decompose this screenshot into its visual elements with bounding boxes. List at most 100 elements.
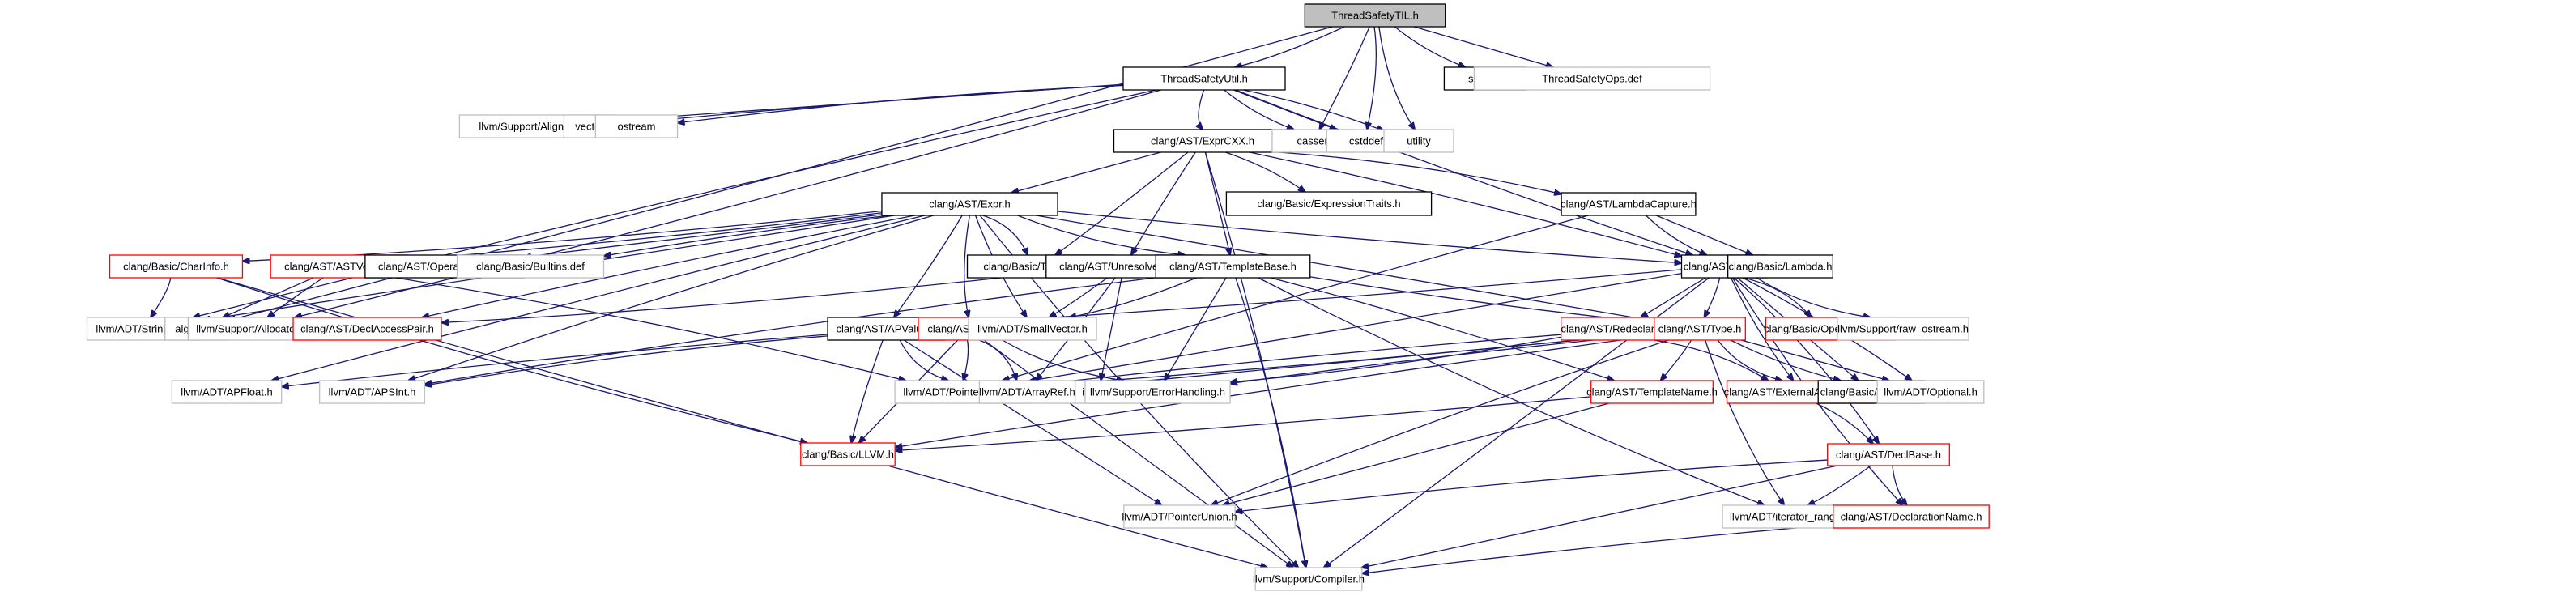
node-til: ThreadSafetyTIL.h (1304, 3, 1446, 28)
edge-expr-to-apfloat (271, 215, 926, 381)
node-optional[interactable]: llvm/ADT/Optional.h (1876, 380, 1985, 404)
edge-lambdacap-to-lambda (1655, 215, 1752, 255)
node-lambdacap[interactable]: clang/AST/LambdaCapture.h (1561, 192, 1697, 216)
node-apfloat[interactable]: llvm/ADT/APFloat.h (171, 380, 283, 404)
edge-expr-to-apvalue (894, 215, 963, 317)
node-type[interactable]: clang/AST/Type.h (1654, 317, 1746, 341)
node-label: clang/Basic/CharInfo.h (123, 261, 229, 273)
node-ops[interactable]: ThreadSafetyOps.def (1473, 66, 1711, 91)
edge-type-to-extastsource (1717, 339, 1782, 381)
node-label: llvm/Support/ErrorHandling.h (1090, 386, 1225, 398)
node-label: clang/AST/Type.h (1658, 323, 1742, 335)
node-box (456, 254, 605, 279)
node-lambda[interactable]: clang/Basic/Lambda.h (1727, 254, 1833, 279)
node-label: clang/AST/Redeclarable.h (1561, 323, 1683, 335)
node-label: clang/AST/ExprCXX.h (1151, 135, 1254, 147)
edge-apvalue-to-apsint (424, 335, 828, 385)
edge-expr-to-type (1036, 215, 1654, 321)
node-label: llvm/ADT/SmallVector.h (977, 323, 1088, 335)
node-errhandling[interactable]: llvm/Support/ErrorHandling.h (1084, 380, 1231, 404)
node-declname[interactable]: clang/AST/DeclarationName.h (1833, 504, 1990, 529)
edge-layer (151, 26, 1912, 573)
node-label: clang/AST/TemplateName.h (1586, 386, 1718, 398)
edge-unresolved-to-declaccess (441, 272, 1046, 323)
node-exprtraits[interactable]: clang/Basic/ExpressionTraits.h (1225, 191, 1433, 216)
edge-type-to-optional (1740, 339, 1889, 381)
node-box (1254, 567, 1363, 591)
edge-exprcxx-to-decl (1250, 151, 1681, 256)
node-charinfo[interactable]: clang/Basic/CharInfo.h (109, 254, 244, 279)
node-box (292, 317, 442, 341)
edge-decl-to-type (1704, 277, 1721, 317)
edge-decl-to-redecl (1641, 277, 1706, 317)
edge-templatebase-to-apsint (424, 277, 1156, 385)
edge-type-to-arrayref (1075, 332, 1654, 387)
node-exprcxx[interactable]: clang/AST/ExprCXX.h (1113, 129, 1292, 153)
node-box (978, 380, 1076, 404)
edge-decl-to-extastsource (1730, 277, 1793, 381)
edge-templatebase-to-iterrange (1258, 277, 1765, 505)
node-box (1473, 66, 1711, 91)
node-ptrunion[interactable]: llvm/ADT/PointerUnion.h (1122, 504, 1237, 529)
edge-stmt-to-arrayref (978, 339, 1016, 381)
node-box (1833, 504, 1990, 529)
edge-expr-to-opkinds (524, 214, 883, 257)
node-box (1727, 254, 1833, 279)
edge-util-to-utility (1243, 89, 1384, 131)
node-label: clang/AST/DeclBase.h (1836, 449, 1941, 461)
edge-declbase-to-ptrunion (1235, 459, 1828, 512)
edge-expr-to-declaccess (422, 215, 915, 317)
node-label: clang/Basic/LLVM.h (802, 449, 894, 461)
node-declaccess[interactable]: clang/AST/DeclAccessPair.h (292, 317, 442, 341)
node-declbase[interactable]: clang/AST/DeclBase.h (1827, 443, 1950, 466)
edge-exprcxx-to-unresolved (1131, 151, 1196, 255)
node-smallvector[interactable]: llvm/ADT/SmallVector.h (968, 317, 1097, 341)
edge-expr-to-astvector (408, 212, 883, 260)
node-label: clang/AST/TemplateBase.h (1169, 261, 1297, 273)
edge-util-to-decl (1235, 89, 1693, 255)
node-utility[interactable]: utility (1383, 129, 1454, 153)
edge-type-to-iterrange (1705, 339, 1785, 505)
node-apsint[interactable]: llvm/ADT/APSInt.h (318, 380, 425, 404)
node-compiler[interactable]: llvm/Support/Compiler.h (1253, 567, 1365, 591)
node-ostream[interactable]: ostream (594, 114, 679, 138)
node-box (594, 114, 679, 138)
edge-exprcxx-to-expr (1011, 151, 1161, 193)
edge-lambdacap-to-ptrintpair (1003, 215, 1589, 381)
node-label: cstddef (1349, 135, 1383, 147)
node-label: llvm/ADT/ArrayRef.h (979, 386, 1075, 398)
node-llvmh[interactable]: clang/Basic/LLVM.h (800, 442, 896, 466)
edge-util-to-cstddef (1233, 89, 1336, 130)
edge-charinfo-to-stringref (151, 277, 172, 317)
edge-exprcxx-to-exprtraits (1224, 151, 1305, 192)
node-label: ThreadSafetyUtil.h (1160, 73, 1248, 85)
node-arrayref[interactable]: llvm/ADT/ArrayRef.h (978, 380, 1076, 404)
node-builtins[interactable]: clang/Basic/Builtins.def (456, 254, 605, 279)
node-label: llvm/ADT/APFloat.h (181, 386, 272, 398)
edge-util-to-vector (615, 84, 1124, 125)
edge-expr-to-templatebase (1017, 215, 1186, 255)
node-templatebase[interactable]: clang/AST/TemplateBase.h (1155, 254, 1311, 279)
node-rawostream[interactable]: llvm/Support/raw_ostream.h (1837, 317, 1969, 341)
node-templatename[interactable]: clang/AST/TemplateName.h (1586, 380, 1718, 404)
node-box (1084, 380, 1231, 404)
node-box (171, 380, 283, 404)
edge-util-to-cassert (1224, 89, 1294, 130)
node-box (109, 254, 244, 279)
node-label: clang/Basic/Lambda.h (1729, 261, 1833, 273)
edge-unresolved-to-smallvector (1050, 277, 1108, 317)
node-util[interactable]: ThreadSafetyUtil.h (1122, 66, 1286, 91)
edge-util-to-ostream (678, 84, 1124, 122)
edge-expr-to-apsint (408, 215, 935, 381)
node-label: cassert (1297, 135, 1331, 147)
node-label: ThreadSafetyTIL.h (1331, 10, 1419, 22)
edge-util-to-exprcxx (1199, 89, 1205, 130)
edge-exprcxx-to-templatebase (1204, 151, 1230, 255)
node-label: clang/Basic/ExpressionTraits.h (1257, 198, 1400, 210)
node-label: utility (1407, 135, 1431, 147)
node-expr[interactable]: clang/AST/Expr.h (881, 192, 1058, 216)
node-label: llvm/ADT/PointerUnion.h (1122, 511, 1237, 523)
node-box (1123, 504, 1236, 529)
edge-declbase-to-compiler (1361, 465, 1838, 568)
edge-astvector-to-ptrintpair (395, 277, 905, 381)
